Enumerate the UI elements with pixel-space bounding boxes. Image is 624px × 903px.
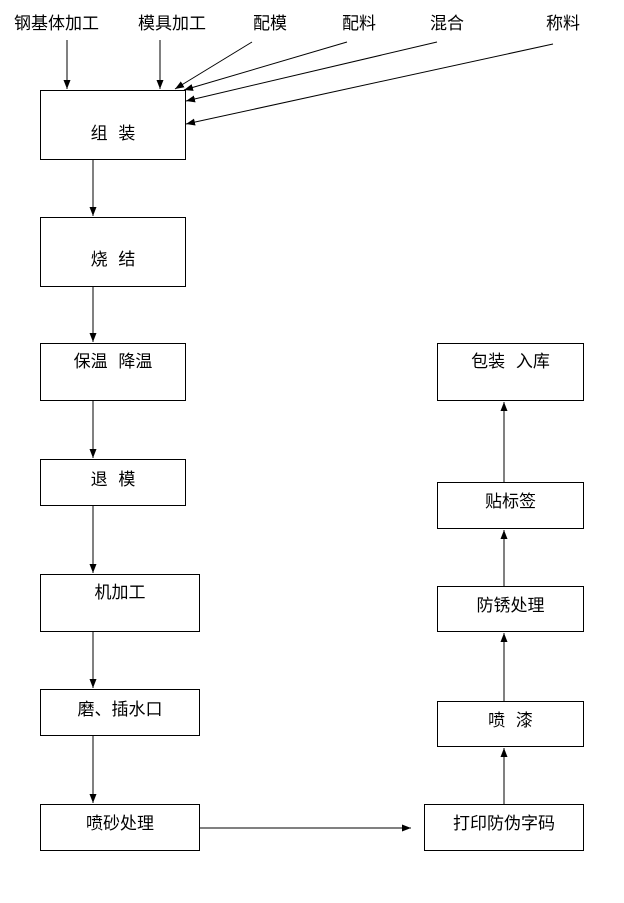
input-batching: 配料 [342,14,376,34]
step-demolding-box: 退 模 [40,459,186,506]
step-rust-proofing-box: 防锈处理 [437,586,584,632]
step-assembly-label: 组 装 [90,124,136,144]
arrow-weighing [185,43,554,126]
step-insulation-cooling-label: 保温 降温 [73,352,153,372]
step-sandblasting-label: 喷砂处理 [86,814,154,834]
step-print-code-box: 打印防伪字码 [424,804,584,851]
step-grinding-label: 磨、插水口 [77,700,163,720]
input-weighing: 称料 [546,14,580,34]
step-spray-paint-label: 喷 漆 [488,711,533,731]
input-mold-matching: 配模 [253,14,287,34]
step-demolding-label: 退 模 [90,470,136,490]
step-sandblasting-box: 喷砂处理 [40,804,200,851]
step-sintering-label: 烧 结 [90,250,136,270]
arrow-mixing [185,41,438,103]
step-machining-box: 机加工 [40,574,200,632]
step-packaging-label: 包装 入库 [471,352,550,372]
arrow-mold-matching [174,41,253,90]
input-mold-processing: 模具加工 [138,14,206,34]
step-sintering-box: 烧 结 [40,217,186,287]
step-labeling-box: 贴标签 [437,482,584,529]
step-print-code-label: 打印防伪字码 [453,814,555,834]
step-packaging-box: 包装 入库 [437,343,584,401]
step-labeling-label: 贴标签 [485,492,536,512]
input-steel-base: 钢基体加工 [14,14,99,34]
step-rust-proofing-label: 防锈处理 [476,596,545,616]
step-spray-paint-box: 喷 漆 [437,701,584,747]
step-assembly-box: 组 装 [40,90,186,160]
step-grinding-box: 磨、插水口 [40,689,200,736]
step-insulation-cooling-box: 保温 降温 [40,343,186,401]
arrow-batching [183,41,348,91]
input-mixing: 混合 [430,14,464,34]
step-machining-label: 机加工 [94,583,146,603]
